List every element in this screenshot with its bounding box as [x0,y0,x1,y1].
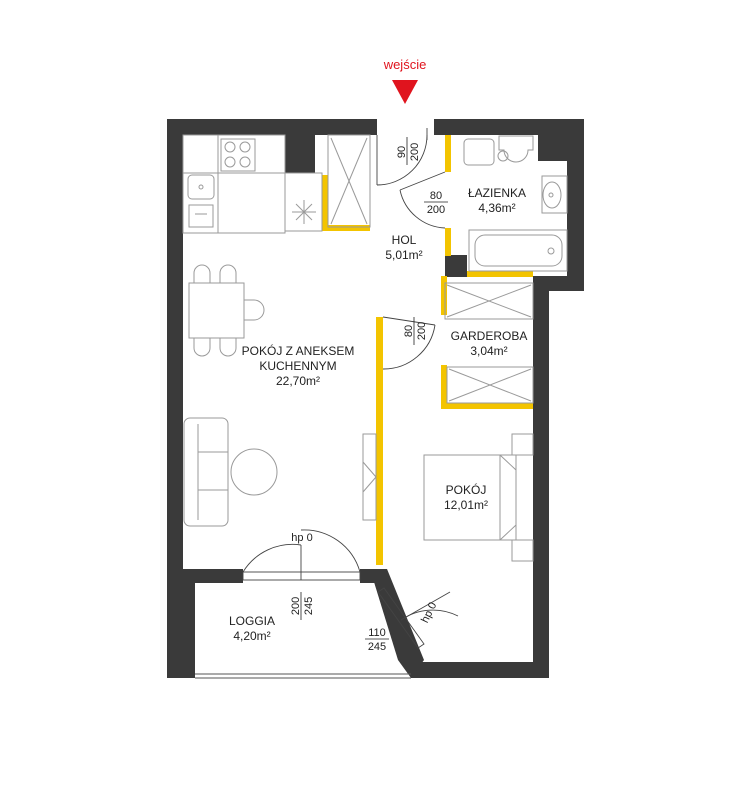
room-area-loggia: 4,20m² [233,629,270,643]
bathroom-door-height: 200 [427,204,445,216]
bedroom-balcony-door [377,587,459,649]
sofa [183,417,229,527]
hall-cabinet [444,282,534,320]
kitchen-sink-icon [187,174,215,200]
loggia-door-height: 245 [303,597,315,615]
loggia-door [242,529,361,581]
bedroom-door-dimensions: 80 200 [403,317,428,345]
loggia-door-width: 200 [290,597,302,615]
room-area-wardrobe: 3,04m² [470,344,507,358]
entrance-arrow-icon [392,80,418,104]
kitchen-counter [182,134,323,234]
exterior-walls [167,119,584,678]
bedroom-door-height: 200 [416,322,428,340]
fan-icon [292,200,316,224]
loggia-door-dimensions: hp 0 200 245 [290,532,315,620]
fridge-icon [327,134,371,228]
room-area-bathroom: 4,36m² [478,201,515,215]
dishwasher-icon [188,204,214,228]
tv-cabinet [362,433,377,521]
room-label-bathroom: ŁAZIENKA 4,36m² [468,186,526,215]
bathroom-fixtures [463,135,568,272]
cooktop-icon [220,138,256,172]
partition-walls [322,135,533,565]
bathroom-door [399,171,446,229]
bathroom-door-dimensions: 80 200 [424,190,448,216]
bathtub-icon [468,229,568,272]
coffee-table [230,448,278,496]
loggia-door-threshold: hp 0 [291,532,312,544]
room-label-hall: HOL 5,01m² [385,233,422,262]
entrance-door-width: 90 [396,146,408,158]
room-name-loggia: LOGGIA [229,614,275,628]
bedroom-door [382,316,436,370]
shower-drain-icon [497,150,509,162]
bedroom-balcony-door-height: 245 [368,641,386,653]
entrance-door-height: 200 [409,143,421,161]
bedroom-door-width: 80 [403,325,415,337]
toilet-icon [498,135,534,163]
room-area-hall: 5,01m² [385,248,422,262]
wardrobe-cabinet [446,366,534,404]
room-name-wardrobe: GARDEROBA [451,329,528,343]
washbasin-icon [542,181,562,209]
room-label-living: POKÓJ Z ANEKSEM KUCHENNYM 22,70m² [242,343,355,388]
bed [423,433,534,562]
entrance-door-dimensions: 90 200 [396,137,421,165]
entrance-door [376,128,428,186]
bathroom-door-width: 80 [430,190,442,202]
room-area-living: 22,70m² [276,374,320,388]
dining-table [188,264,265,357]
room-label-wardrobe: GARDEROBA 3,04m² [451,329,528,358]
room-name-bedroom: POKÓJ [446,482,487,497]
room-label-bedroom: POKÓJ 12,01m² [444,482,488,512]
loggia-balustrade [195,673,411,679]
bedroom-balcony-door-threshold: hp 0 [419,600,439,625]
room-name-living-1: POKÓJ Z ANEKSEM [242,343,355,358]
room-area-bedroom: 12,01m² [444,498,488,512]
entrance-label: wejście [383,57,427,72]
room-name-living-2: KUCHENNYM [259,359,336,373]
bedroom-balcony-door-width: 110 [368,627,386,639]
room-label-loggia: LOGGIA 4,20m² [229,614,275,643]
room-name-hall: HOL [392,233,417,247]
room-name-bathroom: ŁAZIENKA [468,186,526,200]
